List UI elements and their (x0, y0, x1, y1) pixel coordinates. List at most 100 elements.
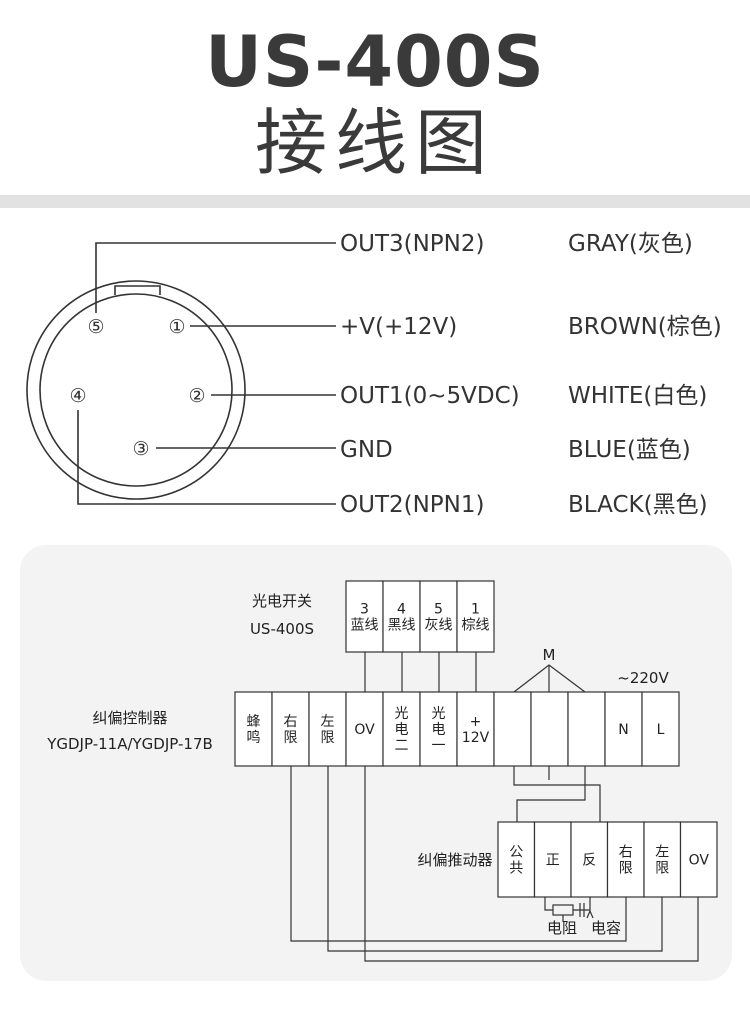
pin-3-number: ③ (132, 438, 149, 460)
sensor-terminal-3-text-1: 5 (434, 602, 443, 618)
capacitor-label: 电容 (591, 919, 621, 937)
controller-terminal-1-text-1: 蜂 (247, 714, 261, 730)
color-label-pin5: GRAY(灰色) (568, 231, 693, 257)
pin-2-number: ② (188, 385, 205, 407)
signal-label-pin2: OUT1(0~5VDC) (340, 383, 520, 409)
color-label-pin4: BLACK(黑色) (568, 492, 708, 518)
controller-terminal-11-text-1: N (618, 722, 628, 738)
controller-terminal-2 (271, 691, 310, 767)
leader-line-pin5 (95, 242, 336, 313)
wire-color-labels: GRAY(灰色) BROWN(棕色) WHITE(白色) BLUE(蓝色) BL… (568, 231, 722, 518)
motor-label: M (543, 646, 556, 664)
controller-label-line2: YGDJP-11A/YGDJP-17B (46, 735, 213, 753)
controller-terminal-4-text-1: OV (354, 722, 375, 738)
color-label-pin1: BROWN(棕色) (568, 314, 722, 340)
controller-terminal-7-text-2: 12V (462, 730, 490, 746)
signal-label-pin1: +V(+12V) (340, 314, 457, 340)
wire-ov (364, 766, 699, 962)
resistor-label: 电阻 (547, 919, 577, 937)
actuator-terminal-4-text-2: 限 (619, 861, 633, 877)
controller-terminal-2-text-1: 右 (284, 714, 298, 730)
connector-key-notch (114, 285, 161, 295)
wire-resistor-capacitor (544, 897, 591, 911)
signal-label-pin5: OUT3(NPN2) (340, 231, 484, 257)
controller-terminal-7 (456, 691, 495, 767)
actuator-label: 纠偏推动器 (417, 851, 492, 869)
pin-5-number: ⑤ (87, 316, 104, 338)
actuator-terminal-2-text-1: 正 (546, 853, 560, 869)
controller-terminal-5-text-2: 电 (395, 722, 409, 738)
sensor-terminal-3-text-2: 灰线 (425, 618, 453, 634)
sensor-terminal-block: 3蓝线 4黑线 5灰线 1棕线 (345, 580, 495, 653)
connector-outer-ring (26, 280, 246, 500)
controller-terminal-10 (567, 691, 606, 767)
sensor-terminal-4 (456, 580, 495, 653)
wire-right-limit (290, 766, 627, 942)
controller-terminal-5-text-3: 二 (395, 738, 409, 754)
actuator-terminal-5-text-1: 左 (655, 845, 669, 861)
sensor-terminal-1-text-1: 3 (360, 602, 369, 618)
actuator-terminal-2 (533, 821, 572, 898)
connector-inner-ring (39, 293, 233, 487)
wire-left-limit (327, 766, 663, 952)
controller-terminal-7-text-1: + (470, 714, 482, 730)
actuator-terminal-6-text-1: OV (689, 853, 710, 869)
actuator-terminal-4 (606, 821, 645, 898)
sensor-terminal-2-text-2: 黑线 (388, 618, 416, 634)
controller-terminal-11 (604, 691, 643, 767)
wiring-lines (290, 652, 699, 962)
capacitor-symbol (579, 903, 585, 917)
actuator-terminal-5-text-2: 限 (655, 861, 669, 877)
page-title: US-400S (205, 21, 545, 103)
controller-terminal-6 (419, 691, 458, 767)
actuator-terminal-5 (643, 821, 682, 898)
color-label-pin2: WHITE(白色) (568, 383, 707, 409)
actuator-terminal-3 (570, 821, 609, 898)
controller-terminal-1-text-2: 鸣 (247, 729, 261, 746)
sensor-label-line1: 光电开关 (252, 592, 312, 610)
actuator-terminal-6 (679, 821, 718, 898)
connector-diagram (26, 242, 336, 505)
actuator-terminal-1-text-1: 公 (509, 845, 523, 861)
actuator-terminal-4-text-1: 右 (619, 845, 633, 861)
controller-label-line1: 纠偏控制器 (92, 709, 167, 727)
wire-ctrl-to-common (513, 766, 601, 822)
actuator-terminal-3-text-1: 反 (582, 853, 596, 869)
controller-terminal-3-text-1: 左 (321, 714, 335, 730)
sensor-terminal-2 (382, 580, 421, 653)
controller-terminal-12 (641, 691, 680, 767)
controller-terminal-6-text-1: 光 (432, 706, 446, 722)
resistor-symbol (552, 904, 574, 916)
signal-label-pin3: GND (340, 437, 393, 463)
pin-signal-labels: OUT3(NPN2) +V(+12V) OUT1(0~5VDC) GND OUT… (340, 231, 520, 518)
controller-terminal-6-text-3: 一 (432, 738, 446, 754)
signal-label-pin4: OUT2(NPN1) (340, 492, 484, 518)
pin-1-number: ① (168, 316, 185, 338)
connector-pin-numbers: ⑤ ① ② ③ ④ (69, 316, 205, 460)
controller-terminal-12-text-1: L (657, 722, 665, 738)
actuator-terminal-1 (497, 821, 536, 898)
page-subtitle: 接线图 (254, 101, 495, 185)
controller-terminal-6-text-2: 电 (432, 722, 446, 738)
controller-terminal-5-text-1: 光 (395, 706, 409, 722)
sensor-terminal-4-text-2: 棕线 (462, 618, 490, 634)
pin-4-number: ④ (69, 385, 86, 407)
power-label: ~220V (617, 669, 669, 687)
controller-terminal-9 (530, 691, 569, 767)
color-label-pin3: BLUE(蓝色) (568, 437, 691, 463)
motor-lines (513, 664, 586, 693)
sensor-label-line2: US-400S (250, 620, 314, 638)
sensor-terminal-2-text-1: 4 (397, 602, 406, 618)
sensor-terminal-1-text-2: 蓝线 (351, 618, 379, 634)
controller-terminal-4 (345, 691, 384, 767)
capacitor-arrow (586, 909, 594, 919)
wire-ctrl-to-reverse (516, 766, 586, 822)
sensor-terminal-4-text-1: 1 (471, 602, 480, 618)
actuator-terminal-1-text-2: 共 (509, 861, 523, 877)
section-divider (0, 195, 750, 208)
controller-terminal-2-text-2: 限 (284, 730, 298, 746)
controller-terminal-5 (382, 691, 421, 767)
controller-terminal-3-text-2: 限 (321, 730, 335, 746)
